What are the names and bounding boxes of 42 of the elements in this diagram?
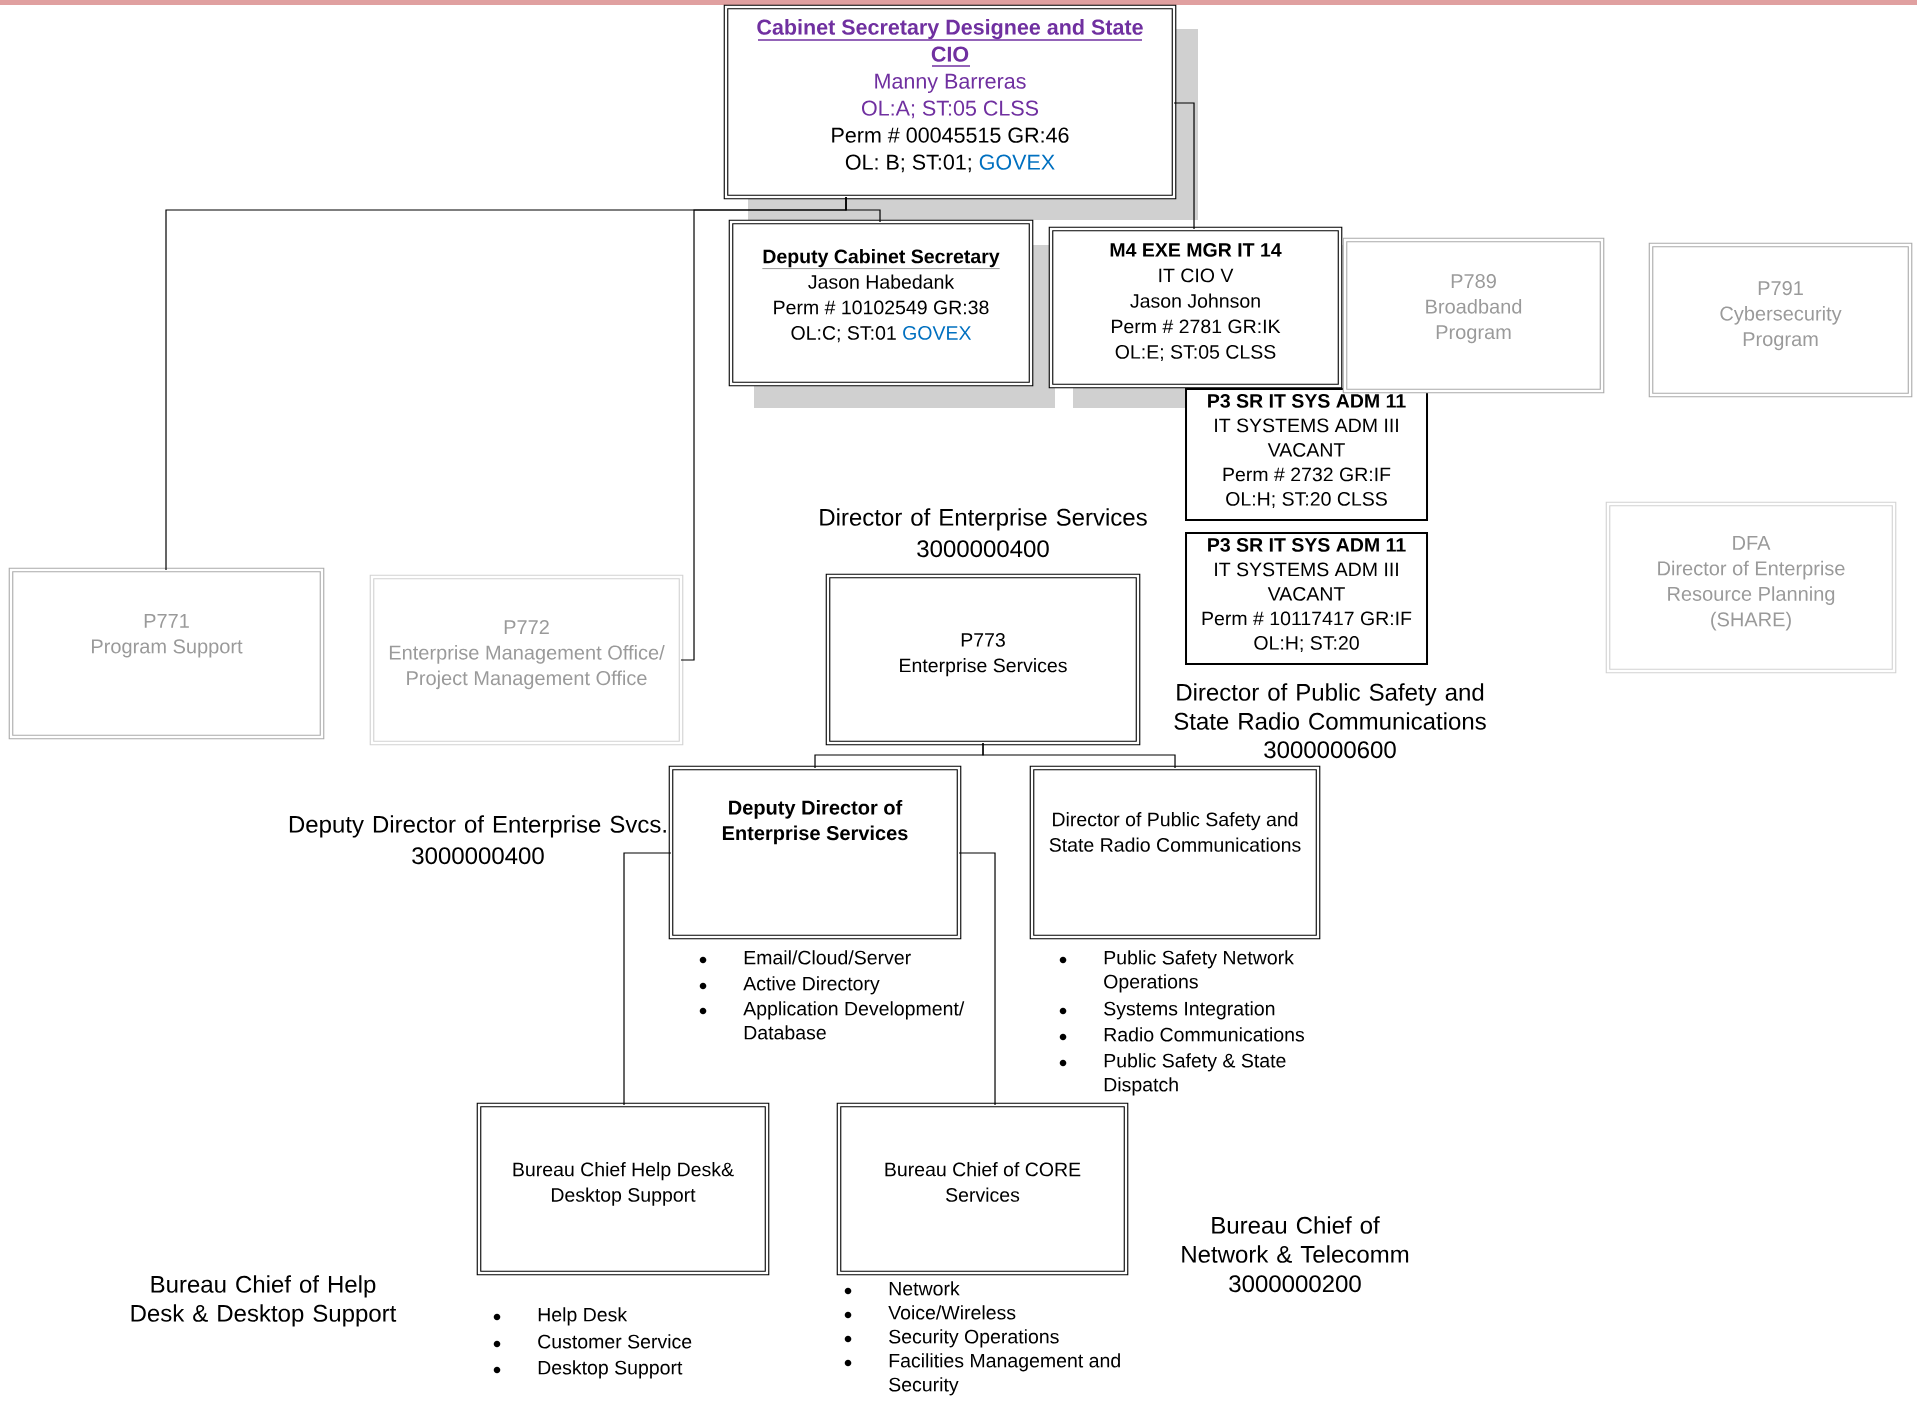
bullet-item: Desktop Support (493, 1360, 683, 1379)
connector-line (982, 742, 1176, 769)
position-box: P773 Enterprise Services (825, 573, 1141, 746)
position-label: Director of Enterprise Services (820, 508, 1147, 531)
bullet-item: Radio Communications (1059, 1027, 1305, 1042)
bullet-item: Active Directory (699, 976, 880, 995)
position-box: Director of Public Safety and State Radio Communications (1029, 765, 1321, 940)
connector-line (680, 196, 847, 661)
position-label: Deputy Director of Enterprise Svcs. (289, 815, 666, 838)
connector-line (958, 852, 996, 1106)
bullet-item: Public Safety & State Dispatch (1059, 1053, 1286, 1096)
position-box: P3 SR IT SYS ADM 11 IT SYSTEMS ADM III VACANT Perm # 10117417 GR:IF OL:H; ST:20 (1185, 532, 1428, 665)
bullet-item: Systems Integration (1059, 1001, 1275, 1020)
connector-line (623, 852, 672, 1106)
position-box: Deputy Director of Enterprise Services (668, 765, 962, 940)
position-label: 3000000600 (1264, 741, 1396, 759)
bullet-item: Email/Cloud/Server (699, 950, 911, 965)
position-box: Deputy Cabinet Secretary Jason Habedank Perm # 10102549 GR:38 OL:C; ST:01 GOVEX (728, 219, 1055, 408)
bullet-item: Voice/Wireless (844, 1305, 1016, 1320)
position-label: Bureau Chief of Network & Telecomm (1182, 1216, 1409, 1263)
position-label: Director of Public Safety and State Radio Communications (1174, 683, 1486, 730)
bullet-item: Application Development/ Database (699, 1001, 965, 1040)
bullet-item: Help Desk (493, 1307, 628, 1326)
bullet-item: Customer Service (493, 1334, 692, 1349)
bullet-item: Security Operations (844, 1329, 1059, 1348)
position-box: Bureau Chief Help Desk& Desktop Support (476, 1102, 770, 1276)
position-box: P3 SR IT SYS ADM 11 IT SYSTEMS ADM III VACANT Perm # 2732 GR:IF OL:H; ST:20 CLSS (1185, 388, 1428, 521)
position-label: 3000000400 (917, 540, 1049, 558)
bullet-item: Facilities Management and Security (844, 1353, 1120, 1396)
position-label: 3000000200 (1229, 1275, 1361, 1293)
position-box: Cabinet Secretary Designee and State CIO Manny Barreras OL:A; ST:05 CLSS Perm # 00045515 GR:46 OL: B; ST:01; GOVEX (723, 4, 1198, 220)
program-box: P791 Cybersecurity Program (1648, 242, 1913, 398)
program-box: P772 Enterprise Management Office/ Project Management Office (369, 574, 684, 746)
program-box: DFA Director of Enterprise Resource Planning (SHARE) (1605, 501, 1897, 674)
bullet-item: Network (844, 1281, 960, 1296)
position-label: Bureau Chief of Help Desk & Desktop Support (131, 1275, 397, 1327)
position-label: 3000000400 (412, 847, 544, 865)
connector-line (1173, 102, 1195, 230)
bullet-item: Public Safety Network Operations (1059, 950, 1294, 993)
program-box: P789 Broadband Program (1342, 237, 1605, 394)
position-box: Bureau Chief of CORE Services (836, 1102, 1129, 1276)
program-box: P771 Program Support (8, 567, 325, 740)
